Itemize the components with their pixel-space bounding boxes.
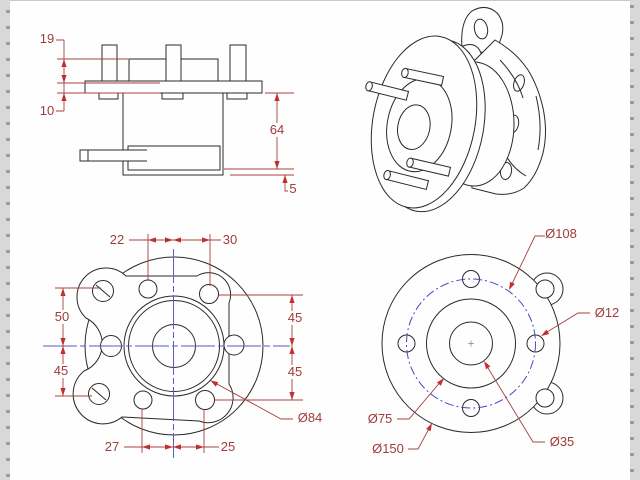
bolt-holes	[88, 279, 245, 410]
dim-offset-lower-right: 45	[286, 364, 304, 379]
bolt-circle-centerline	[406, 278, 536, 409]
front-view	[43, 234, 303, 458]
dim-offset-upper-left: 50	[53, 309, 71, 324]
back-view-arrows	[426, 281, 550, 432]
dim-offset-bottom-right: 25	[220, 439, 236, 454]
center-mark	[468, 340, 474, 347]
dim-offset-lower-left: 45	[52, 363, 70, 378]
front-section-arrows	[61, 59, 288, 183]
wheel-studs	[365, 67, 452, 191]
dim-offset-left-top: 22	[109, 232, 125, 247]
dim-offset-bottom-left: 27	[104, 439, 120, 454]
centerlines	[43, 249, 290, 458]
dim-offset-right-top: 30	[222, 232, 238, 247]
dim-flange-diameter: Ø84	[297, 410, 323, 425]
hub-disc	[370, 35, 486, 213]
dim-offset-upper-right: 45	[286, 310, 304, 325]
dim-bore-diameter: Ø35	[549, 434, 575, 449]
bore-circle	[449, 321, 493, 366]
dim-bolt-circle-diameter: Ø108	[545, 226, 577, 241]
isometric-view	[365, 7, 546, 213]
dim-hub-height: 64	[268, 122, 286, 137]
front-section-view	[56, 39, 294, 192]
back-view-leaders	[397, 235, 590, 450]
top-hairline	[0, 0, 640, 1]
pilot-circle	[426, 298, 516, 389]
dim-pilot-diameter: Ø75	[367, 411, 393, 426]
dim-stud-hole-diameter: Ø12	[594, 305, 620, 320]
film-edge-left	[0, 0, 10, 480]
front-section-dimensions	[56, 39, 294, 192]
back-view	[381, 235, 590, 450]
hub-body	[79, 44, 263, 176]
dim-base-lip: 5	[289, 181, 297, 196]
ear-holes	[535, 279, 555, 408]
dim-stud-protrusion: 19	[39, 31, 55, 46]
front-view-arrows	[60, 237, 295, 450]
dim-flange-thickness: 10	[39, 103, 55, 118]
dim-outer-diameter: Ø150	[372, 441, 404, 456]
film-edge-right	[630, 0, 640, 480]
